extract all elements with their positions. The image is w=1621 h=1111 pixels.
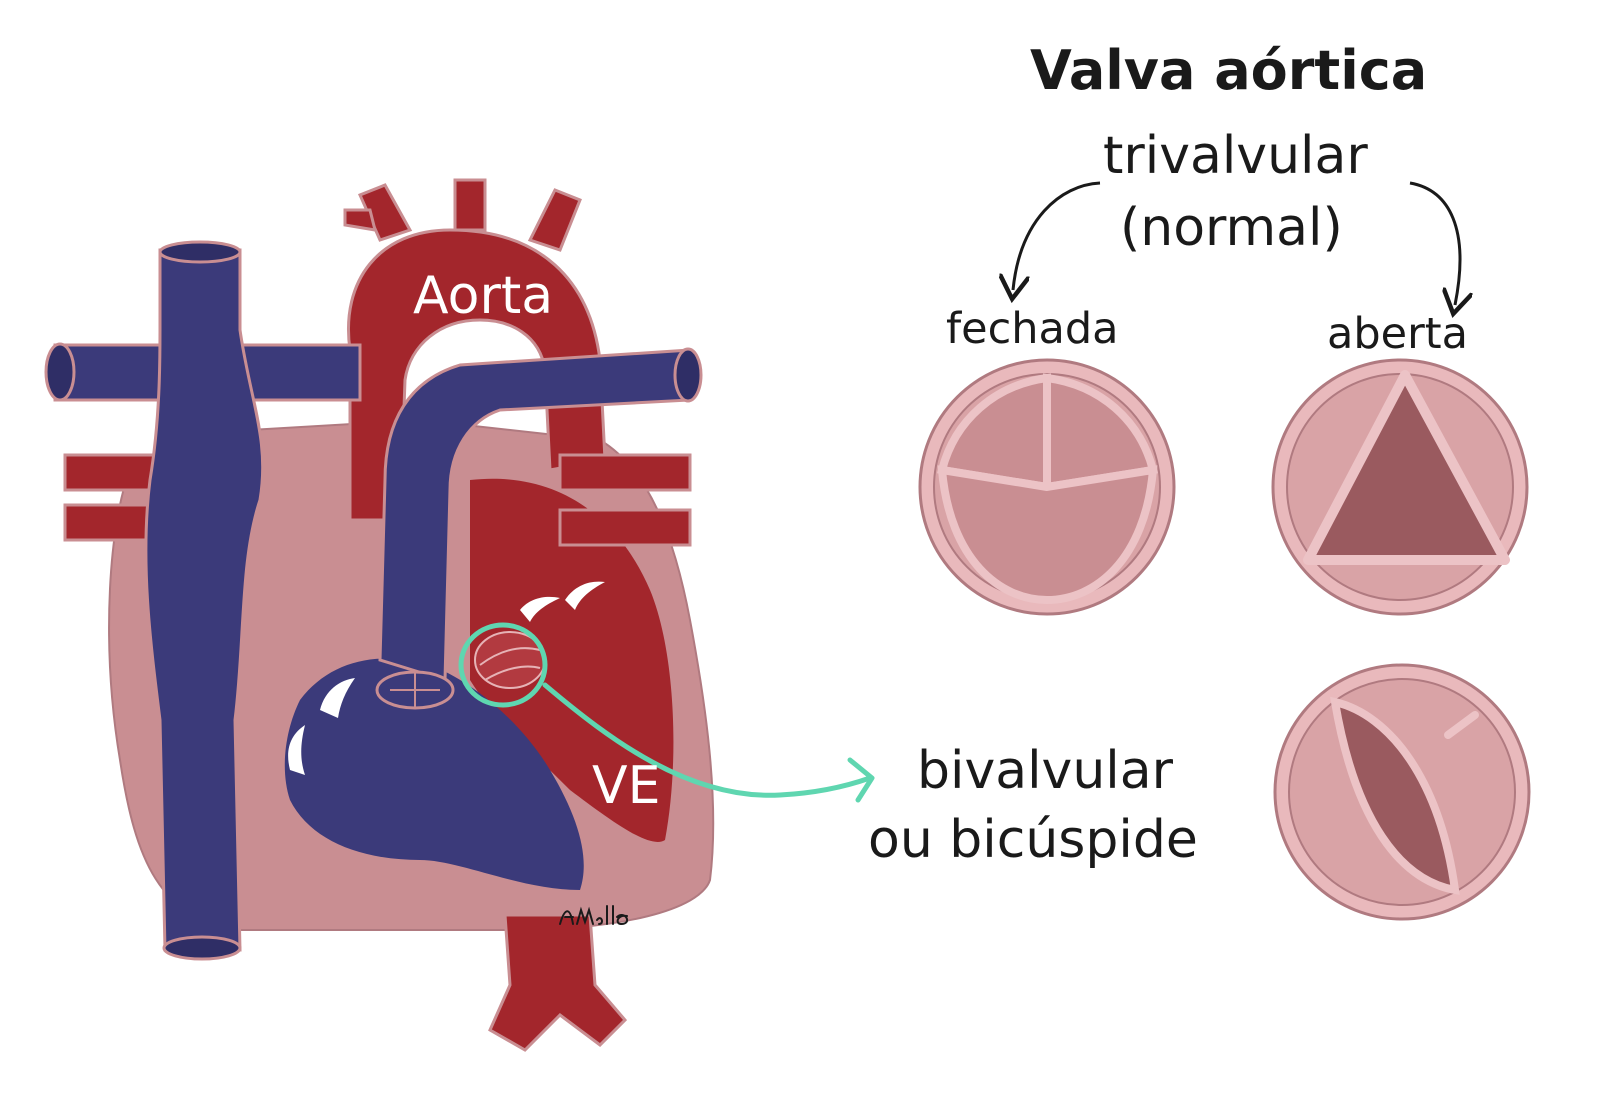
tricuspid-leaflet — [288, 725, 305, 775]
aortic-branch — [453, 178, 487, 232]
aortic-valve-heart — [474, 631, 546, 689]
pulmonary-artery — [558, 453, 692, 492]
highlight-circle — [458, 622, 548, 708]
bicuspid-label: ou bicúspide — [868, 810, 1198, 870]
valve-trileaflet-closed — [918, 358, 1176, 616]
valve-trileaflet-open — [1271, 358, 1529, 616]
title: Valva aórtica — [1030, 39, 1428, 102]
left-ventricle-label: VE — [592, 756, 661, 816]
aortic-branch — [527, 188, 582, 252]
mitral-leaflet — [520, 596, 560, 622]
arrow-to-closed — [1013, 181, 1101, 290]
arrow-to-open — [1409, 181, 1460, 305]
pulmonary-valve — [375, 670, 455, 710]
highlight-arrowhead — [847, 757, 875, 803]
left-ventricle — [470, 478, 674, 842]
heart — [44, 178, 875, 1052]
aorta-label: Aorta — [413, 266, 554, 326]
mitral-leaflet — [565, 581, 605, 610]
tricuspid-leaflet — [320, 678, 355, 718]
valve-bicuspid — [1273, 663, 1531, 921]
right-ventricle — [284, 658, 584, 890]
bivalvular-label: bivalvular — [917, 741, 1173, 801]
open-label: aberta — [1327, 309, 1468, 359]
aortic-arch — [347, 228, 607, 522]
trivalvular-normal-label: (normal) — [1120, 198, 1343, 258]
pulmonary-artery — [558, 508, 692, 547]
descending-aorta — [488, 913, 628, 1052]
trivalvular-label: trivalvular — [1103, 126, 1368, 186]
signature-mark — [559, 905, 629, 926]
aortic-branch — [343, 208, 378, 232]
highlight-arrow — [542, 682, 873, 798]
closed-label: fechada — [946, 304, 1119, 354]
